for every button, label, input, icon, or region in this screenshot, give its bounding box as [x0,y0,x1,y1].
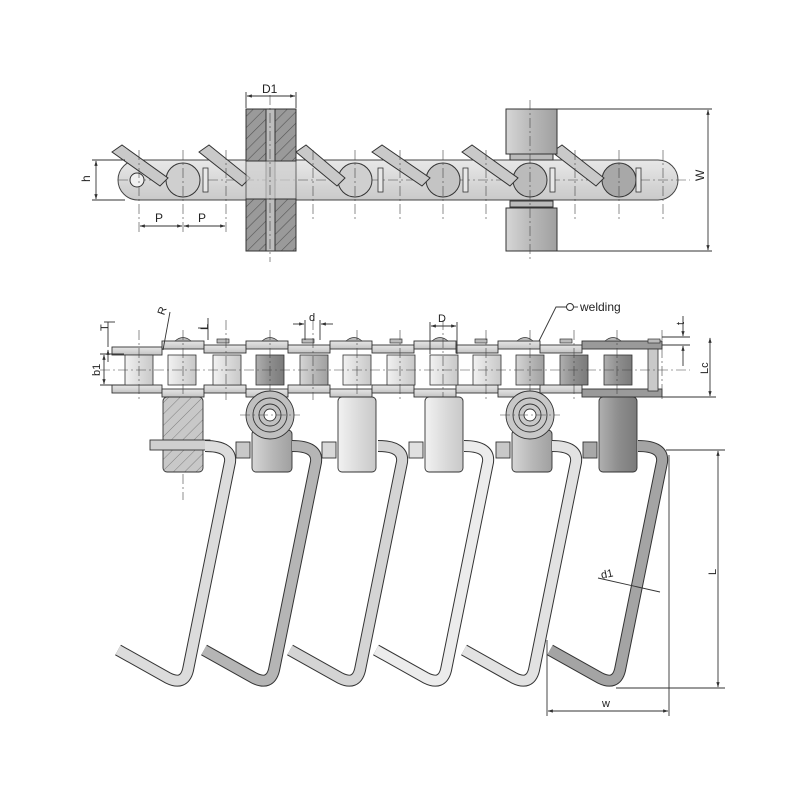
label-p2: P [198,211,206,225]
label-L-small: L [199,324,211,330]
hook-2 [201,440,323,687]
top-pins [202,167,642,193]
dim-L: L [616,449,725,689]
hook-4 [373,440,495,687]
hook-3 [287,440,409,687]
label-h: h [79,175,93,182]
hook-6 [547,440,669,687]
sectioned-wheel [245,95,297,262]
top-view: h P P D1 W [79,82,712,262]
hook-5 [461,440,583,687]
label-t: t [675,322,687,325]
top-hook-stubs [111,144,605,187]
side-rivets [174,337,661,344]
dim-Lc: Lc [662,337,716,398]
label-d1: d1 [600,567,614,581]
dim-D: D [429,313,458,354]
label-d: d [309,312,315,324]
label-welding: welding [579,300,621,314]
label-p1: P [155,211,163,225]
guide-blocks [505,100,558,260]
welding-callout: welding [538,300,621,342]
label-W: W [693,169,707,181]
hooks [115,440,669,687]
dim-h: h [79,159,125,201]
dim-w: w [546,455,670,716]
dim-L-small: L [198,318,211,340]
hook-view: d1 L w [115,390,725,716]
top-pitch-lines [138,150,664,232]
dim-pitch: P P [139,211,226,228]
side-lower-plates [111,384,663,398]
label-R: R [156,305,170,317]
label-D1: D1 [262,82,278,96]
label-b1: b1 [91,364,103,376]
dim-T: T [99,321,115,362]
dim-R: R [156,305,171,351]
label-w: w [601,698,610,710]
label-Lc: Lc [699,362,711,374]
hook-1 [115,440,237,687]
dim-t: t [662,316,690,366]
label-T: T [99,324,111,331]
dim-b1: b1 [91,353,124,386]
dim-d1-top: D1 [245,82,297,108]
label-L: L [707,569,719,575]
dim-W: W [557,108,712,252]
hook-mounts [149,390,638,473]
dim-d: d [293,312,333,340]
dim-d1: d1 [597,567,661,593]
side-upper-plates [111,340,663,356]
side-view: T R L b1 d D [91,300,716,500]
label-D: D [438,313,446,325]
